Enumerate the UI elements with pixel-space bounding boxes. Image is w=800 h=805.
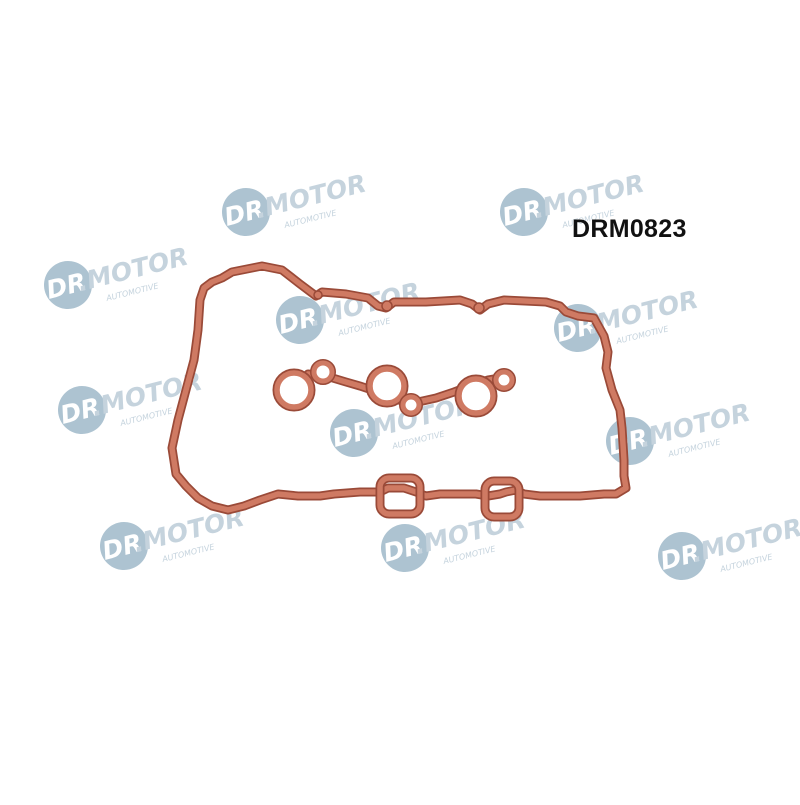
injector-port-seal-left: [375, 473, 425, 519]
watermark-logo: [216, 158, 373, 245]
valve-cover-gasket: [167, 261, 631, 515]
watermark-logo: [38, 231, 195, 318]
part-number-label: DRM0823: [572, 215, 687, 243]
spark-plug-tube-seal-strip: [272, 359, 516, 418]
watermark-logo: [375, 494, 532, 581]
watermark-logo: [652, 502, 800, 589]
injector-port-seal-right: [480, 476, 524, 522]
